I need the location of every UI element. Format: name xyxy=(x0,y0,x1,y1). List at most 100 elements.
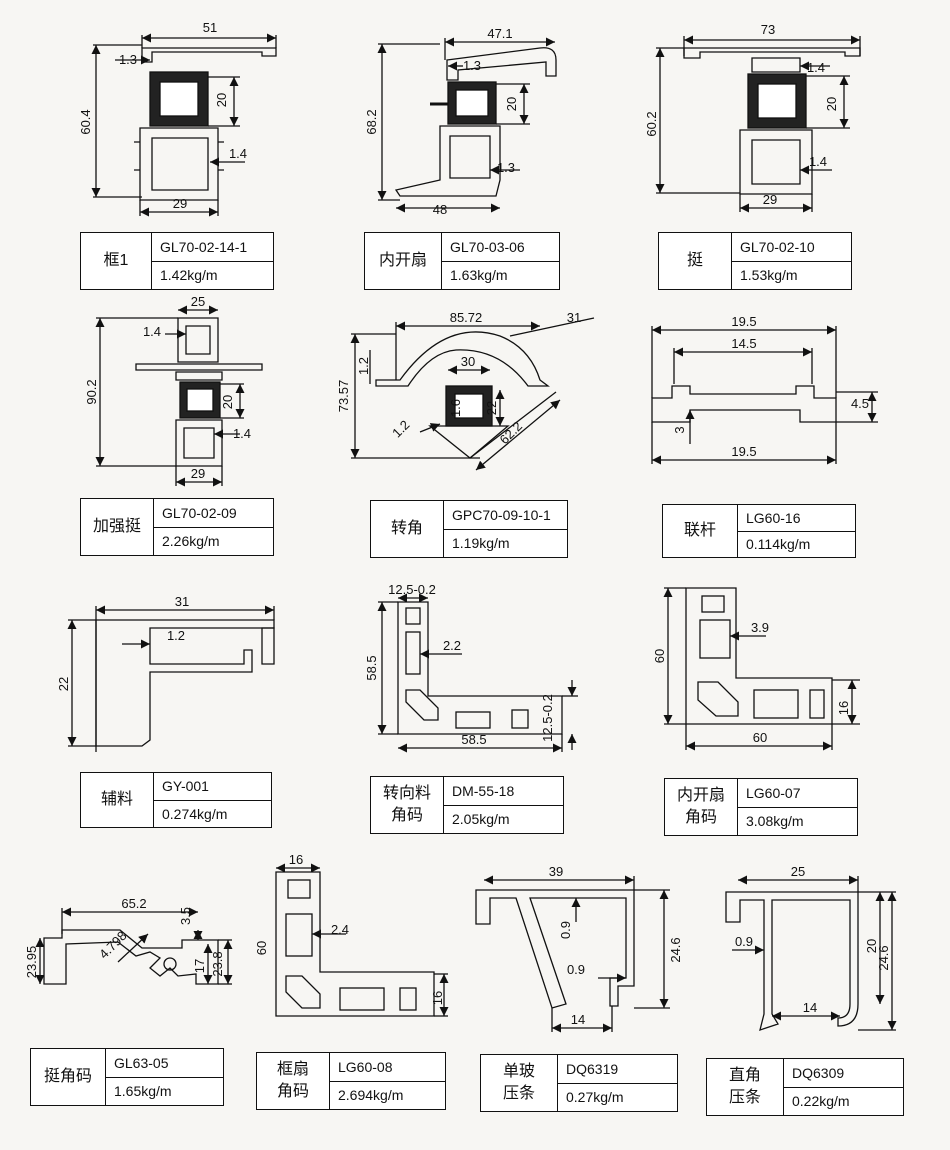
dimension-label: 16 xyxy=(289,852,303,867)
dimension-label: 3.5 xyxy=(178,907,193,925)
dimension-label: 3 xyxy=(672,426,687,433)
profile-name: 辅料 xyxy=(81,773,154,827)
dimension-label: 4.5 xyxy=(851,396,869,411)
dimension-label: 60.4 xyxy=(78,109,93,134)
profile-zhuanxiangliao-drawing xyxy=(377,593,578,753)
dimension-label: 2.2 xyxy=(443,638,461,653)
profile-name: 内开扇 角码 xyxy=(665,779,738,835)
dimension-label: 17 xyxy=(192,959,207,973)
profile-name: 转角 xyxy=(371,501,444,557)
dimension-label: 16 xyxy=(430,991,445,1005)
profile-danbo-yatiao-drawing xyxy=(475,875,670,1033)
profile-weight: 0.27kg/m xyxy=(566,1089,624,1106)
profile-name: 转向料 角码 xyxy=(371,777,444,833)
dimension-label: 58.5 xyxy=(461,732,486,747)
dimension-label: 1.3 xyxy=(497,160,515,175)
profile-weight: 0.274kg/m xyxy=(162,805,228,822)
profile-name: 挺角码 xyxy=(31,1049,106,1105)
dimension-label: 1.3 xyxy=(463,58,481,73)
dimension-label: 16 xyxy=(836,701,851,715)
profile-ting-drawing xyxy=(655,35,861,213)
dimension-label: 0.9 xyxy=(567,962,585,977)
label-table-7: 辅料 GY-001 0.274kg/m xyxy=(80,772,272,828)
label-table-12: 单玻 压条 DQ6319 0.27kg/m xyxy=(480,1054,678,1112)
profile-fuliao-drawing xyxy=(67,605,275,752)
dimension-label: 90.2 xyxy=(84,379,99,404)
profile-code: GL70-02-09 xyxy=(154,499,273,528)
dimension-label: 73 xyxy=(761,22,775,37)
dimension-label: 20 xyxy=(214,93,229,107)
profile-name: 内开扇 xyxy=(365,233,442,289)
profile-code: DQ6319 xyxy=(558,1055,677,1084)
label-table-1: 框1 GL70-02-14-1 1.42kg/m xyxy=(80,232,274,290)
dimension-label: 14 xyxy=(571,1012,585,1027)
dimension-label: 60.2 xyxy=(644,111,659,136)
dimension-label: 20 xyxy=(864,939,879,953)
profile-code: GPC70-09-10-1 xyxy=(444,501,567,530)
dimension-label: 85.72 xyxy=(450,310,483,325)
profile-code: GY-001 xyxy=(154,773,271,801)
profile-code: LG60-07 xyxy=(738,779,857,808)
profile-weight: 1.42kg/m xyxy=(160,267,218,284)
profile-neikaishan-jiaoma-drawing xyxy=(663,587,860,751)
dimension-label: 1.2 xyxy=(167,628,185,643)
profile-jiaqiangting-drawing xyxy=(95,305,263,487)
dimension-label: 22 xyxy=(484,401,499,415)
profile-name: 加强挺 xyxy=(81,499,154,555)
profile-liangan-drawing xyxy=(651,325,878,465)
dimension-label: 39 xyxy=(549,864,563,879)
dimension-label: 1.2 xyxy=(389,417,412,440)
dimension-label: 58.5 xyxy=(364,655,379,680)
profile-name: 框扇 角码 xyxy=(257,1053,330,1109)
dimension-label: 48 xyxy=(433,202,447,217)
dimension-label: 73.57 xyxy=(336,380,351,413)
dimension-label: 31 xyxy=(175,594,189,609)
dimension-label: 25 xyxy=(791,864,805,879)
profile-code: LG60-16 xyxy=(738,505,855,532)
profile-kuangshan-jiaoma-drawing xyxy=(275,863,449,1017)
profile-weight: 2.26kg/m xyxy=(162,533,220,550)
dimension-label: 20 xyxy=(824,97,839,111)
label-table-4: 加强挺 GL70-02-09 2.26kg/m xyxy=(80,498,274,556)
profile-weight: 1.53kg/m xyxy=(740,267,798,284)
profile-weight: 2.694kg/m xyxy=(338,1087,404,1104)
dimension-label: 24.6 xyxy=(876,945,891,970)
profile-name: 单玻 压条 xyxy=(481,1055,558,1111)
label-table-6: 联杆 LG60-16 0.114kg/m xyxy=(662,504,856,558)
dimension-label: 1.3 xyxy=(119,52,137,67)
dimension-label: 14 xyxy=(803,1000,817,1015)
profile-code: GL70-02-10 xyxy=(732,233,851,262)
dimension-label: 1.4 xyxy=(233,426,251,441)
dimension-label: 25 xyxy=(191,294,205,309)
profile-name: 联杆 xyxy=(663,505,738,557)
dimension-label: 1.6 xyxy=(448,399,463,417)
dimension-label: 60 xyxy=(652,649,667,663)
profile-weight: 0.114kg/m xyxy=(746,536,811,553)
profile-code: DM-55-18 xyxy=(444,777,563,806)
dimension-label: 23.8 xyxy=(210,951,225,976)
profile-code: GL70-02-14-1 xyxy=(152,233,273,262)
dimension-label: 22 xyxy=(56,677,71,691)
dimension-label: 51 xyxy=(203,20,217,35)
dimension-label: 0.9 xyxy=(558,921,573,939)
dimension-label: 24.6 xyxy=(668,937,683,962)
dimension-label: 12.5-0.2 xyxy=(540,694,555,742)
dimension-label: 29 xyxy=(763,192,777,207)
dimension-label: 3.9 xyxy=(751,620,769,635)
dimension-label: 60 xyxy=(254,941,269,955)
dimension-label: 20 xyxy=(220,395,235,409)
profile-code: DQ6309 xyxy=(784,1059,903,1088)
dimension-label: 1.2 xyxy=(356,357,371,375)
dimension-label: 1.4 xyxy=(143,324,161,339)
dimension-label: 29 xyxy=(173,196,187,211)
profile-weight: 0.22kg/m xyxy=(792,1093,850,1110)
profile-weight: 1.63kg/m xyxy=(450,267,508,284)
profile-name: 框1 xyxy=(81,233,152,289)
profile-kuang1-drawing xyxy=(91,33,277,217)
